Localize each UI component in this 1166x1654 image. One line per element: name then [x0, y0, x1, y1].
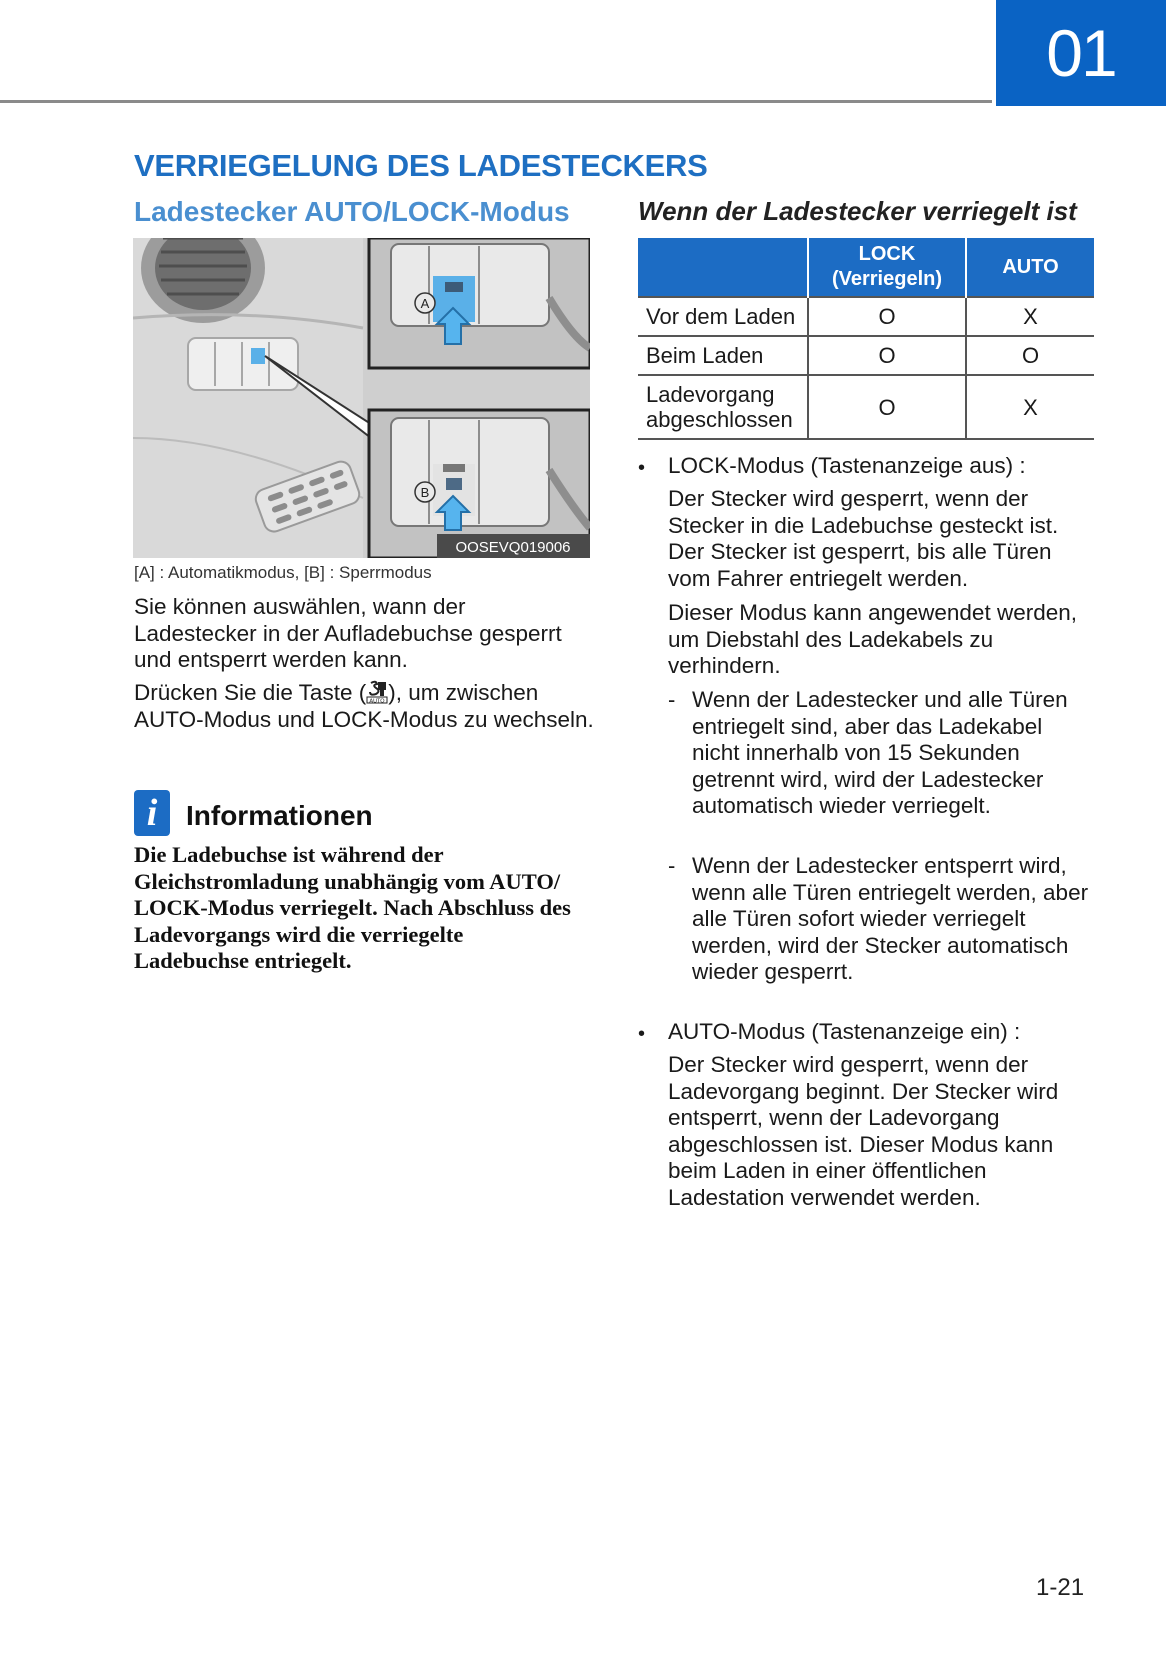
dash-marker: - [668, 853, 676, 878]
figure-caption: [A] : Automatikmodus, [B] : Sperrmodus [134, 563, 432, 582]
table-cell: Beim Laden [638, 336, 808, 376]
table-header-lock: LOCK (Verriegeln) [807, 238, 966, 297]
section-subtitle: Ladestecker AUTO/LOCK-Modus [134, 196, 570, 227]
table-cell: X [965, 296, 1094, 337]
table-header-auto: AUTO [965, 238, 1094, 297]
lock-mode-description: Der Stecker wird gesperrt, wenn der Stec… [668, 486, 1059, 591]
auto-mode-heading: AUTO-Modus (Tastenanzeige ein) : [668, 1019, 1021, 1044]
bullet-marker: • [638, 1023, 646, 1045]
table-header-lock-text: LOCK (Verriegeln) [831, 243, 943, 290]
header-rule [0, 100, 992, 103]
label-b: B [421, 485, 430, 500]
bullet-marker: • [638, 457, 646, 479]
info-icon: i [134, 790, 170, 836]
table-title: Wenn der Ladestecker verriegelt ist [638, 196, 1077, 226]
figure-code: OOSEVQ019006 [455, 539, 570, 556]
page-number: 1-21 [1036, 1574, 1085, 1601]
info-title: Informationen [186, 800, 373, 831]
lock-mode-subitem: Wenn der Ladestecker entsperrt wird, wen… [692, 853, 1089, 984]
svg-text:AUTO: AUTO [370, 699, 386, 705]
label-a: A [421, 296, 430, 311]
table-header-row: LOCK (Verriegeln) AUTO [638, 238, 1094, 297]
table-row: Beim Laden O O [638, 336, 1094, 376]
intro-paragraph: Sie können auswählen, wann der Ladesteck… [134, 594, 562, 672]
lock-mode-heading: LOCK-Modus (Tastenanzeige aus) : [668, 453, 1026, 478]
auto-mode-description: Der Stecker wird gesperrt, wenn der Lade… [668, 1052, 1059, 1210]
table-cell: O [807, 336, 966, 376]
chapter-tab: 01 [996, 0, 1166, 106]
lock-mode-subitem: Wenn der Ladestecker und alle Türen entr… [692, 687, 1068, 818]
table-cell: O [965, 336, 1094, 376]
table-header-empty [638, 238, 808, 297]
table-row: Vor dem Laden O X [638, 296, 1094, 337]
table-row: Ladevorgang abgeschlossen O X [638, 375, 1094, 440]
button-paragraph: Drücken Sie die Taste (AUTO), um zwische… [134, 680, 594, 733]
button-paragraph-start: Drücken Sie die Taste ( [134, 680, 367, 705]
table-cell: Ladevorgang abgeschlossen [638, 375, 808, 440]
table-cell: Vor dem Laden [638, 296, 808, 337]
lock-mode-table: LOCK (Verriegeln) AUTO Vor dem Laden O X… [638, 238, 1094, 440]
info-text: Die Ladebuchse ist während der Gleichstr… [134, 842, 571, 973]
table-cell: O [807, 375, 966, 440]
charge-lock-key-icon: AUTO [366, 680, 388, 704]
dash-marker: - [668, 687, 676, 712]
lock-mode-purpose: Dieser Modus kann angewendet werden, um … [668, 600, 1077, 678]
table-cell: X [965, 375, 1094, 440]
dashboard-illustration: A B OOSEVQ019006 [133, 238, 590, 558]
page-title: VERRIEGELUNG DES LADESTECKERS [134, 148, 708, 183]
table-cell: O [807, 296, 966, 337]
button-paragraph-end: ), um zwischen AUTO-Modus und LOCK-Modus… [134, 680, 594, 732]
